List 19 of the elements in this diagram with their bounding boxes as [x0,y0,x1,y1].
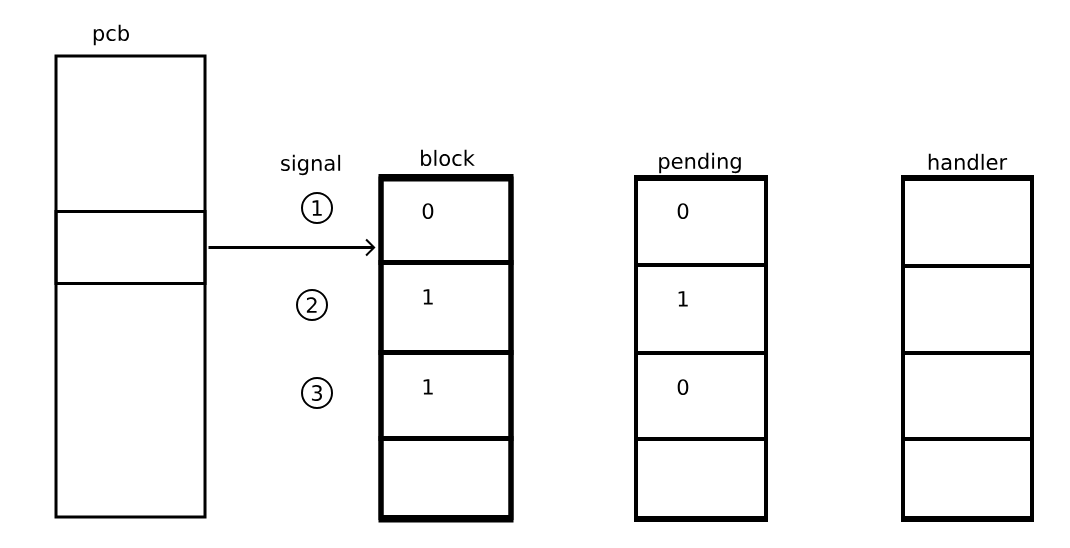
callout-number: 2 [296,289,328,321]
table-cell [901,437,1034,520]
table-cell: 1 [378,350,514,441]
column-heading: pending [659,152,741,174]
table-cell [634,437,768,520]
table-cell: 1 [378,260,514,355]
table-cell [378,436,514,520]
table-cell: 0 [634,175,768,267]
table-cell: 1 [634,263,768,355]
column-heading: block [421,149,475,167]
table-cell: 0 [634,351,768,441]
edge-label: signal [281,154,341,176]
column-heading: pcb [93,24,129,46]
arrow [208,238,376,257]
table-cell [54,210,207,285]
table-cell: 0 [378,174,514,265]
callout-number: 3 [301,377,333,409]
column-heading: handler [928,153,1008,171]
callout-number: 1 [301,192,333,224]
